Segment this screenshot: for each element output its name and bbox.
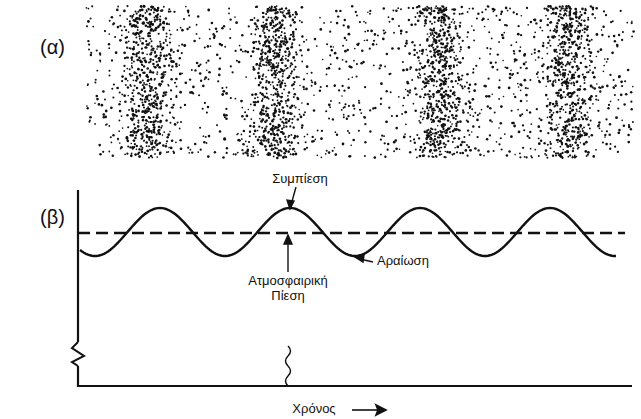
time-arrow bbox=[352, 405, 386, 415]
part-label: (α) bbox=[40, 36, 65, 59]
compression-label: Συμπίεση bbox=[270, 172, 330, 187]
break-squiggle bbox=[286, 346, 291, 386]
leader-arrows bbox=[284, 187, 373, 272]
axes bbox=[78, 190, 632, 386]
part-label: (β) bbox=[40, 206, 65, 229]
atmospheric-line bbox=[78, 232, 625, 234]
particle-dots bbox=[86, 5, 635, 159]
time-label: Χρόνος bbox=[290, 402, 337, 417]
atmospheric-label: Ατμοσφαιρική Πίεση bbox=[238, 274, 338, 304]
rarefaction-label: Αραίωση bbox=[375, 254, 431, 269]
pressure-wave bbox=[80, 208, 616, 256]
axis-break bbox=[72, 342, 84, 366]
